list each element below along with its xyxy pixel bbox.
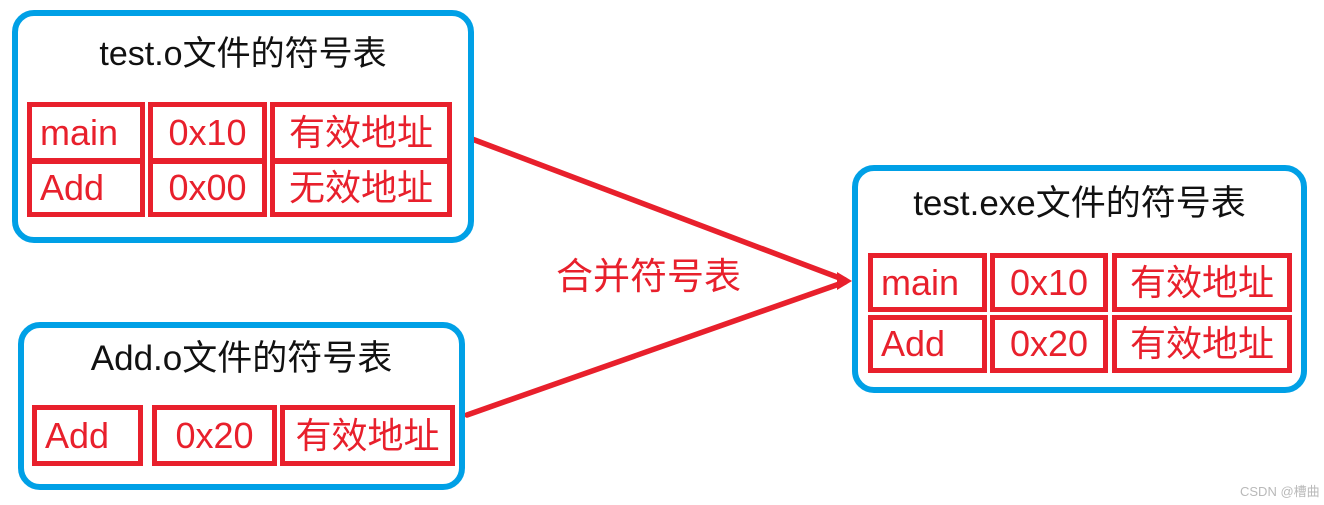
status-cell: 有效地址 (1112, 315, 1292, 373)
watermark: CSDN @槽曲 (1240, 484, 1320, 499)
address-cell: 0x20 (990, 315, 1108, 373)
add-o-symbol-table-card: Add.o文件的符号表 Add 0x20 有效地址 (18, 322, 465, 490)
address-cell: 0x10 (990, 253, 1108, 312)
test-o-symbol-table-card: test.o文件的符号表 main 0x10 有效地址 Add 0x00 无效地… (12, 10, 474, 243)
symbol-cell: Add (27, 159, 145, 217)
merge-label: 合并符号表 (556, 256, 741, 297)
address-cell: 0x10 (148, 102, 267, 163)
symbol-cell: Add (868, 315, 987, 373)
symbol-cell: Add (32, 405, 143, 466)
status-cell: 有效地址 (1112, 253, 1292, 312)
test-exe-symbol-table-card: test.exe文件的符号表 main 0x10 有效地址 Add 0x20 有… (852, 165, 1307, 393)
status-cell: 无效地址 (270, 159, 452, 217)
address-cell: 0x20 (152, 405, 277, 466)
test-o-card-title: test.o文件的符号表 (99, 35, 387, 73)
status-cell: 有效地址 (270, 102, 452, 163)
arrowhead-icon (837, 272, 852, 290)
add-o-card-title: Add.o文件的符号表 (90, 339, 393, 378)
address-cell: 0x00 (148, 159, 267, 217)
merge-line-from-add-o (464, 279, 848, 418)
symbol-cell: main (868, 253, 987, 312)
test-exe-card-title: test.exe文件的符号表 (913, 184, 1246, 223)
symbol-cell: main (27, 102, 145, 163)
status-cell: 有效地址 (280, 405, 455, 466)
